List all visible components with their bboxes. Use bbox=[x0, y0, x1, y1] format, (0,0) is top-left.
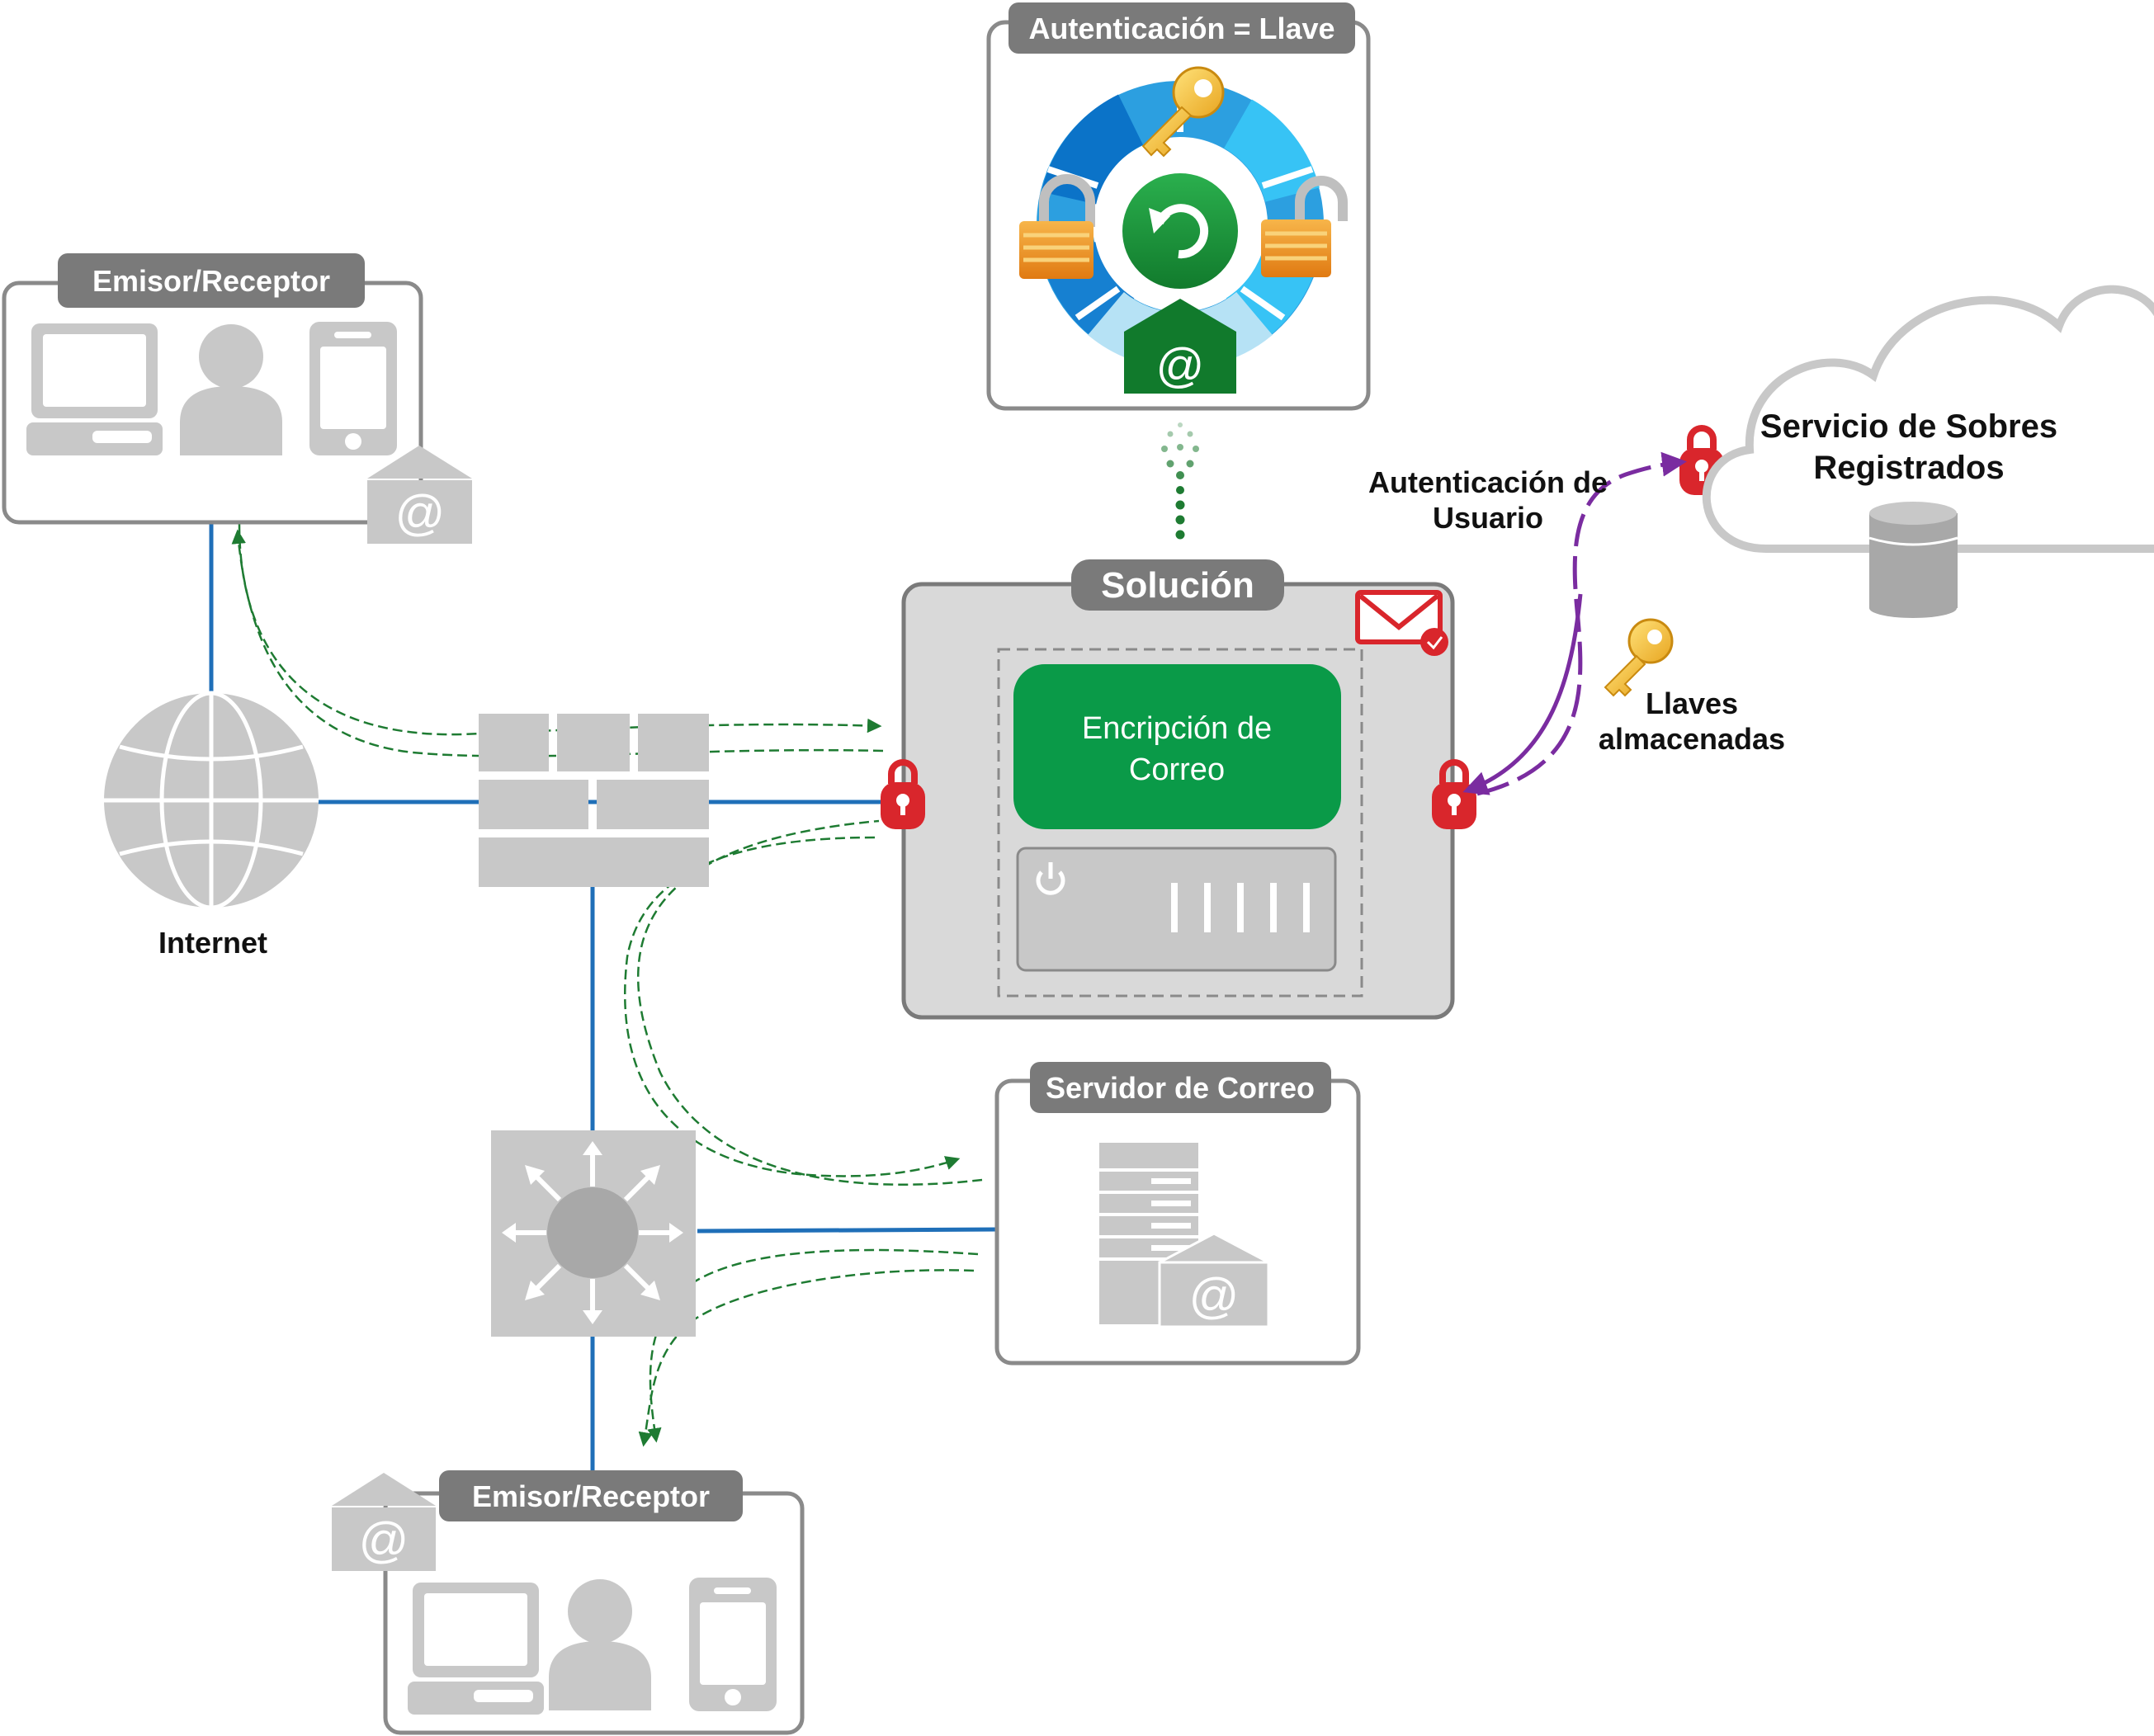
cloud-icon bbox=[1702, 285, 2154, 553]
cloud-title-line1: Servicio de Sobres bbox=[1760, 408, 2057, 445]
phone-icon bbox=[309, 322, 397, 455]
internet-label: Internet bbox=[158, 926, 267, 960]
sender-receiver-bottom-title: Emisor/Receptor bbox=[472, 1479, 710, 1513]
cloud-title-line2: Registrados bbox=[1813, 450, 2004, 486]
sender-receiver-top: Emisor/Receptor @ bbox=[2, 253, 472, 544]
person-icon bbox=[549, 1579, 651, 1710]
open-padlock-icon bbox=[1261, 176, 1348, 277]
firewall-icon bbox=[479, 714, 709, 887]
solution-box: Solución Encripción de Correo bbox=[901, 559, 1455, 1020]
bottom-envelope-at: @ bbox=[359, 1512, 409, 1568]
laptop-icon bbox=[26, 323, 163, 455]
globe-icon bbox=[104, 691, 319, 910]
auth-key-title: Autenticación = Llave bbox=[1028, 12, 1334, 45]
auth-key-panel: Autenticación = Llave bbox=[986, 2, 1371, 411]
padlock-icon bbox=[881, 759, 925, 829]
envelope-at-icon: @ bbox=[367, 446, 472, 544]
auth-envelope-at: @ bbox=[1156, 339, 1205, 393]
envelope-at-icon: @ bbox=[332, 1473, 436, 1571]
encryption-label-line1: Encripción de bbox=[1082, 711, 1272, 746]
padlock-icon bbox=[1019, 174, 1095, 279]
user-auth-line2: Usuario bbox=[1433, 501, 1543, 535]
mail-server-panel: Servidor de Correo @ bbox=[994, 1062, 1361, 1366]
key-icon bbox=[1604, 618, 1674, 697]
stored-keys-line2: almacenadas bbox=[1599, 722, 1785, 756]
power-icon bbox=[1036, 862, 1065, 895]
encryption-panel bbox=[1013, 664, 1341, 829]
mail-server-at: @ bbox=[1189, 1268, 1240, 1323]
key-icon bbox=[1141, 66, 1225, 158]
stored-keys-line1: Llaves bbox=[1646, 686, 1738, 720]
user-auth-line1: Autenticación de bbox=[1368, 465, 1608, 499]
mail-server-title: Servidor de Correo bbox=[1046, 1071, 1315, 1105]
envelope-at-symbol: @ bbox=[395, 485, 446, 540]
person-icon bbox=[180, 324, 282, 455]
envelope-at-icon: @ bbox=[1124, 299, 1236, 394]
encryption-label-line2: Correo bbox=[1129, 752, 1225, 787]
envelope-at-icon: @ bbox=[1158, 1232, 1270, 1328]
refresh-icon bbox=[1119, 170, 1241, 292]
database-icon bbox=[1868, 502, 1958, 618]
server-icon bbox=[1099, 1143, 1198, 1324]
encrypted-flow-arrows bbox=[231, 523, 983, 1447]
appliance-unit bbox=[1016, 847, 1337, 972]
auth-flow-dots bbox=[1161, 422, 1199, 540]
user-auth-link bbox=[1462, 451, 1687, 796]
switch-icon bbox=[491, 1130, 696, 1337]
sender-receiver-bottom: Emisor/Receptor @ bbox=[332, 1470, 805, 1735]
phone-icon bbox=[689, 1578, 777, 1711]
mail-alert-icon bbox=[1355, 590, 1448, 656]
solution-title: Solución bbox=[1101, 565, 1254, 606]
laptop-icon bbox=[408, 1583, 544, 1715]
sender-receiver-top-title: Emisor/Receptor bbox=[92, 264, 330, 298]
